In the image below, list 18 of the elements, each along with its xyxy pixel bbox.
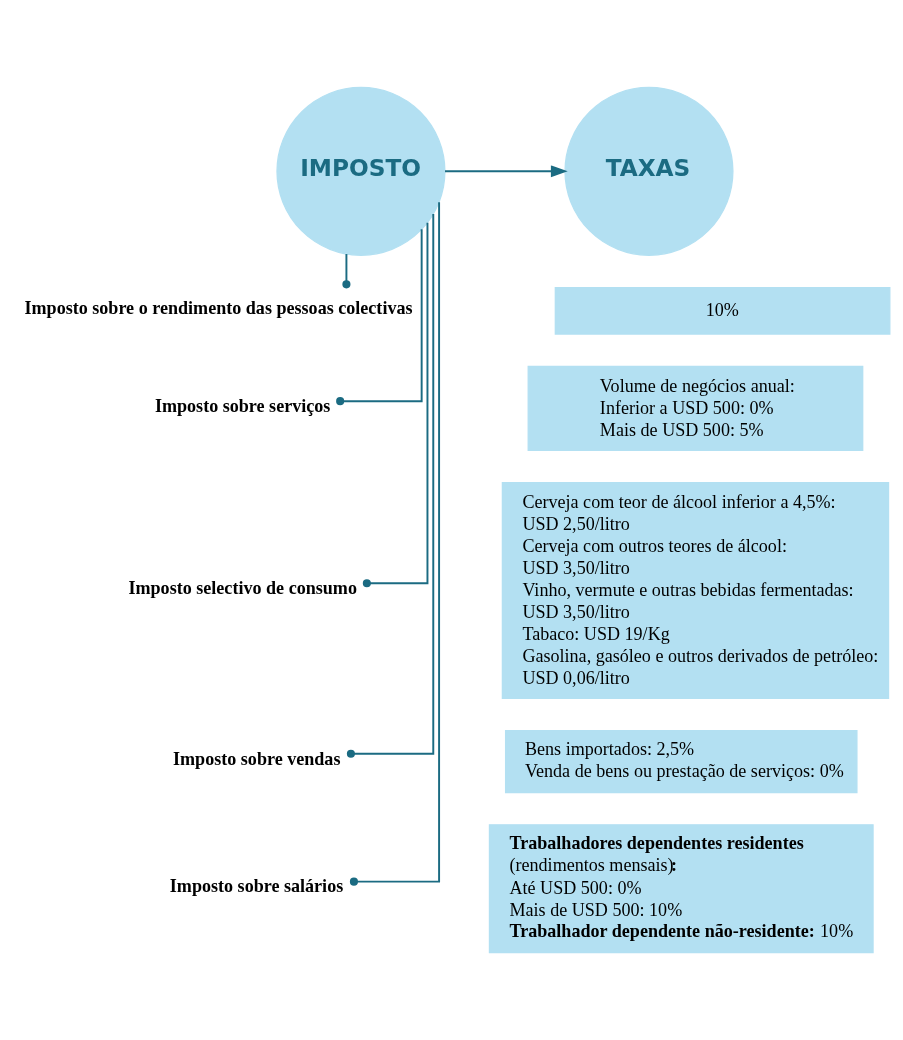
connector: [346, 213, 434, 758]
node-circle: TAXAS: [563, 86, 734, 256]
connector: [335, 228, 423, 406]
node-box: Cerveja com teor de álcool inferior a 4,5%: USD 2,50/litro Cerveja com outros teores de álcool: USD 3,50/litro Vinho, vermute e outras bebidas fermentadas: USD 3,50/litro Tabaco: USD 19/Kg Gasolina, gasóleo e outros derivados de petróleo: USD 0,06/litro: [501, 481, 889, 699]
node-text: Imposto sobre vendas: [172, 749, 340, 770]
node-box: Bens importados: 2,5% Venda de bens ou prestação de serviços: 0%: [504, 729, 858, 794]
connector: [349, 201, 440, 886]
node-text: Imposto sobre o rendimento das pessoas colectivas: [24, 298, 413, 319]
node-circle: IMPOSTO: [275, 86, 446, 256]
node-box: Volume de negócios anual: Inferior a USD 500: 0% Mais de USD 500: 5%: [527, 365, 863, 451]
connector: [362, 221, 428, 588]
node-box: 10%: [554, 286, 890, 335]
node-text: Imposto sobre serviços: [154, 395, 330, 416]
node-box: Trabalhadores dependentes residentes (rendimentos mensais): Até USD 500: 0% Mais de USD 500: 10% Trabalhador dependente não-residente: 10%: [488, 824, 874, 954]
connector: [341, 253, 350, 289]
arrow: [443, 165, 568, 178]
node-text: Imposto sobre salários: [169, 876, 343, 897]
node-text: Imposto selectivo de consumo: [127, 577, 357, 598]
